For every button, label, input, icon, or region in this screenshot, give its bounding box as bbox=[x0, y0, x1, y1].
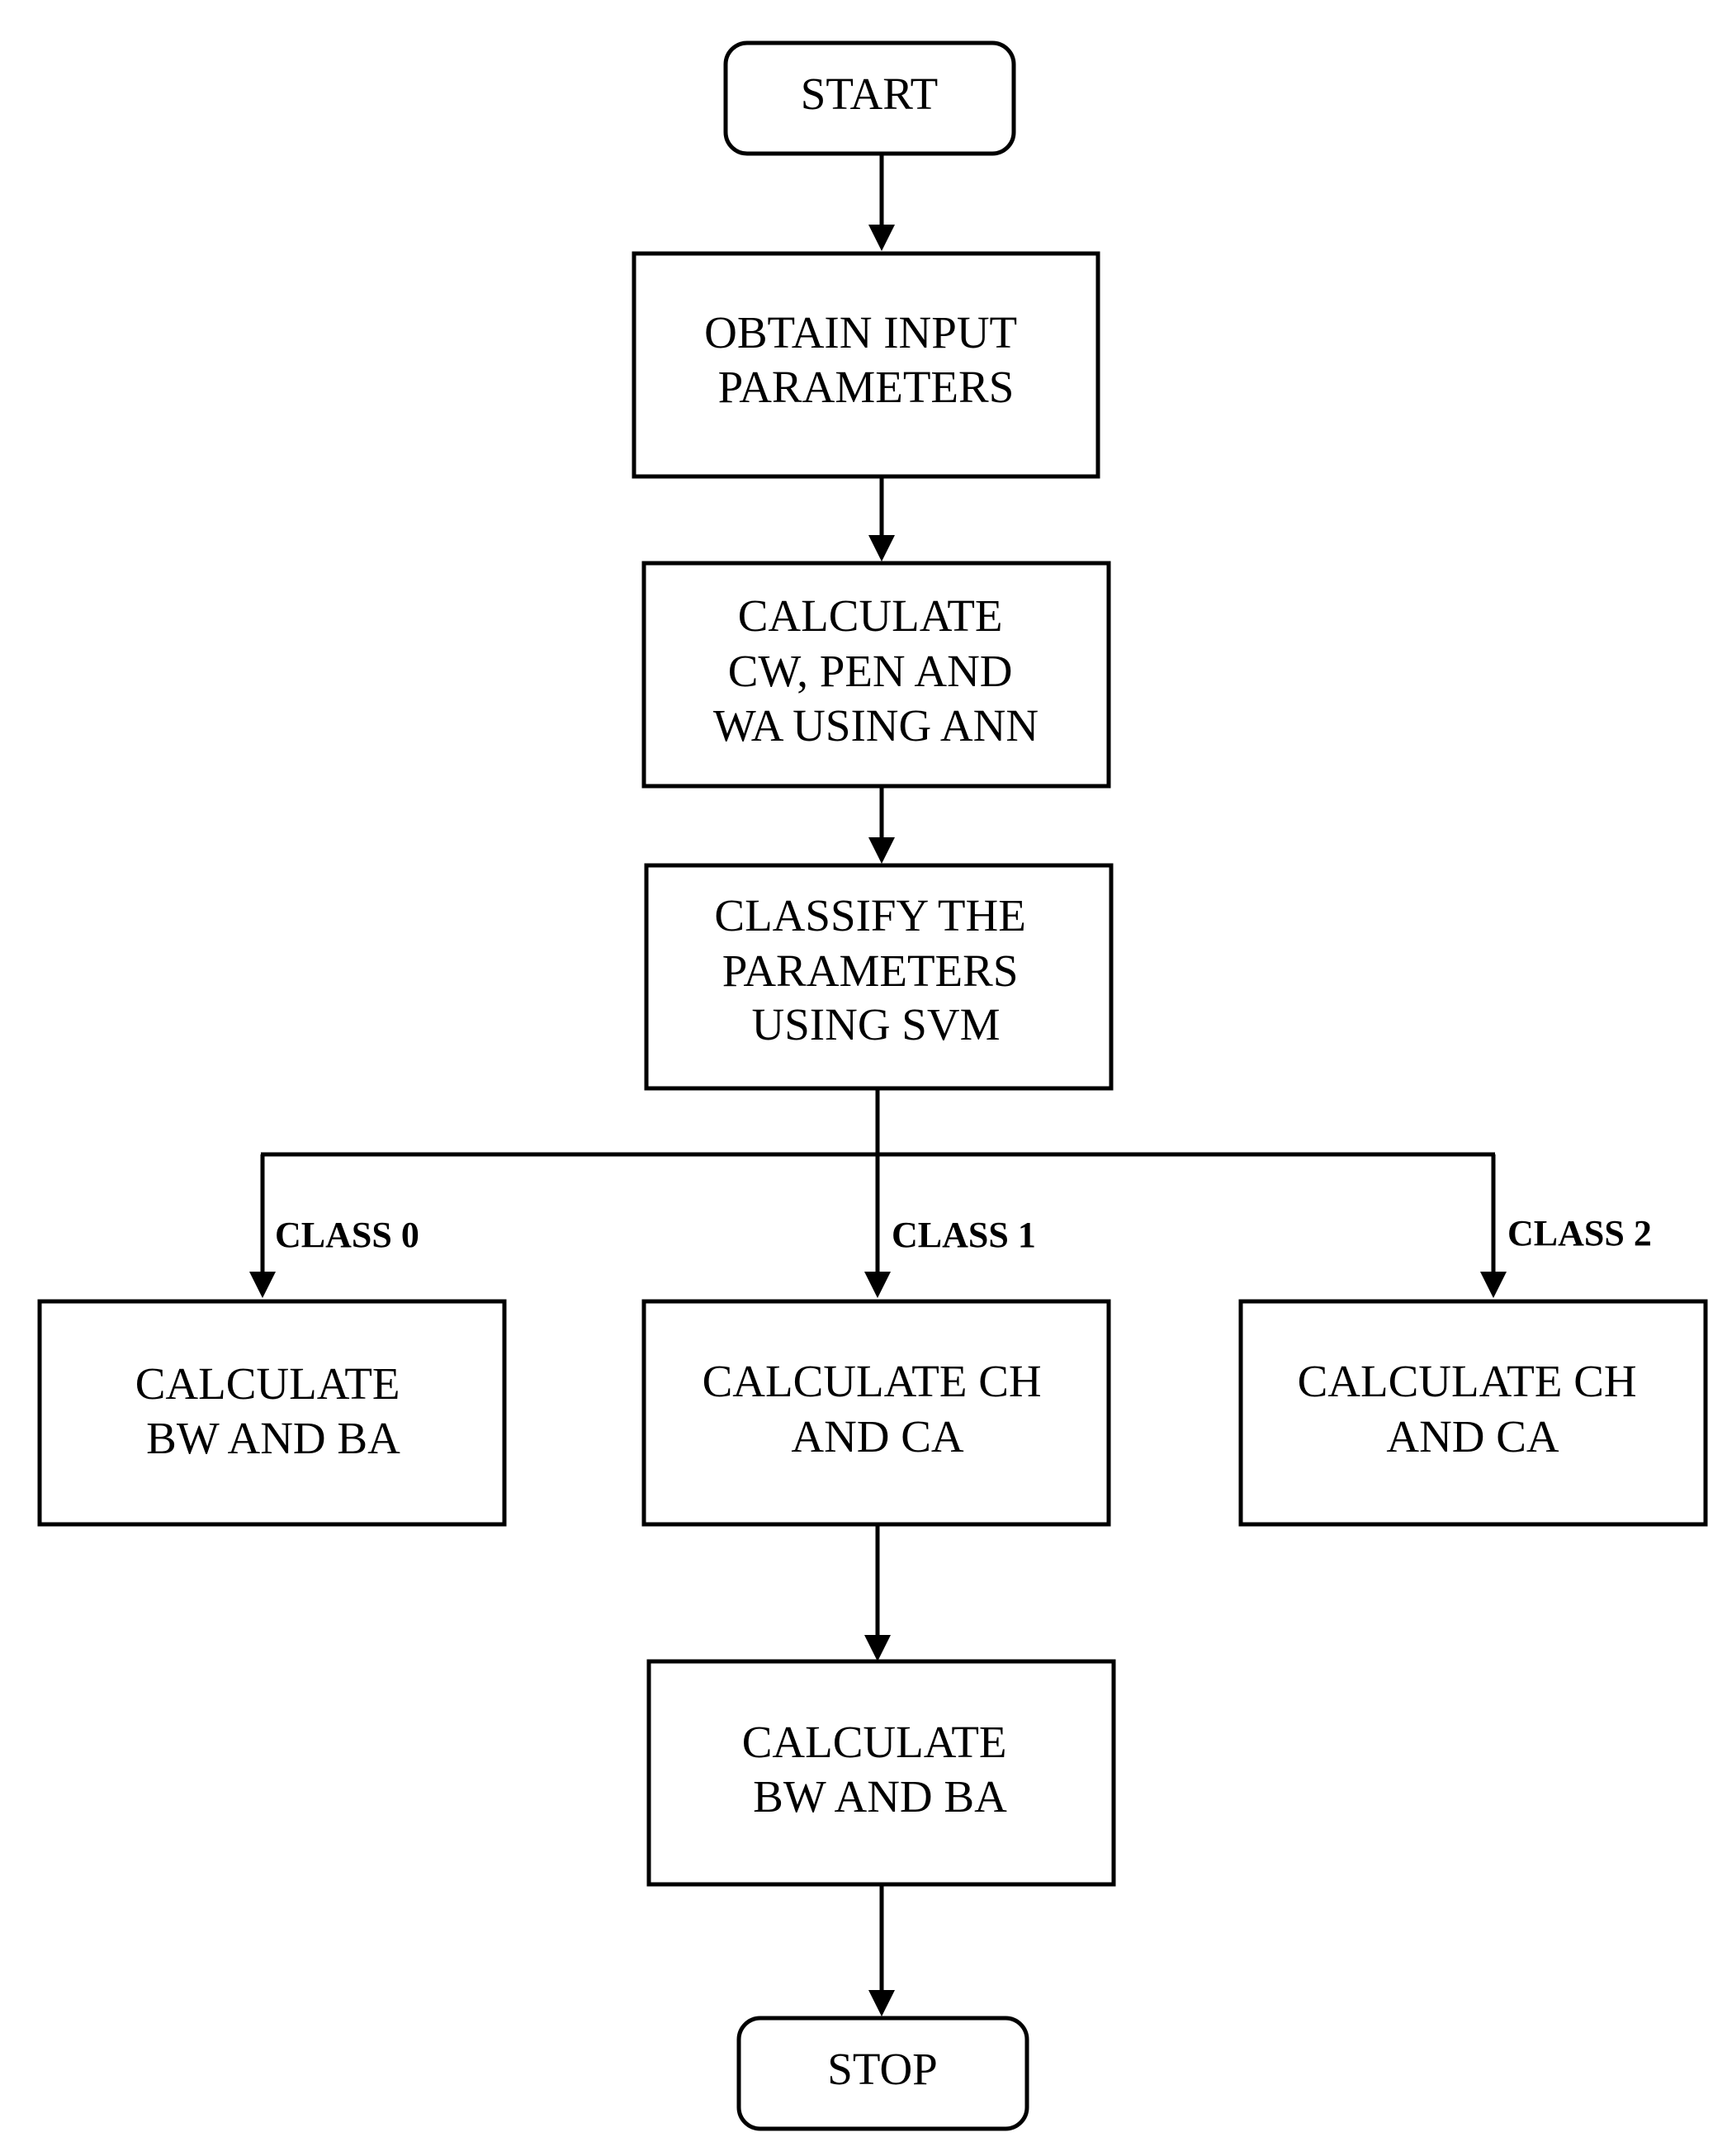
arrowhead-obtain-input bbox=[868, 225, 895, 251]
arrowhead-class0 bbox=[249, 1272, 276, 1298]
branch-label-class0: CLASS 0 bbox=[275, 1215, 419, 1255]
arrowhead-class2 bbox=[1480, 1272, 1507, 1298]
edges bbox=[249, 154, 1507, 2016]
node-classify-svm-line-1: CLASSIFY THE bbox=[714, 890, 1025, 941]
node-obtain-input: OBTAIN INPUT PARAMETERS bbox=[632, 251, 1100, 479]
branch-label-class1: CLASS 1 bbox=[892, 1215, 1036, 1255]
node-calc-ch-ca-class2-line-2: AND CA bbox=[1386, 1411, 1559, 1462]
node-stop-line-1: STOP bbox=[827, 2044, 938, 2094]
node-calc-bw-ba-final-line-1: CALCULATE bbox=[742, 1717, 1007, 1767]
node-calculate-ann-shape bbox=[641, 561, 1111, 789]
node-calc-ch-ca-class2-shape bbox=[1238, 1299, 1708, 1527]
node-stop-shape bbox=[736, 2016, 1029, 2131]
node-stop: STOP bbox=[736, 2016, 1029, 2131]
node-calculate-ann-line-3: WA USING ANN bbox=[713, 700, 1039, 751]
node-obtain-input-text: OBTAIN INPUT PARAMETERS bbox=[704, 307, 1028, 412]
node-calculate-ann: CALCULATE CW, PEN AND WA USING ANN bbox=[641, 561, 1111, 789]
node-calc-bw-ba-final-line-2: BW AND BA bbox=[753, 1771, 1007, 1822]
node-calculate-ann-line-1: CALCULATE bbox=[738, 590, 1003, 641]
node-calc-bw-ba-class0: CALCULATE BW AND BA bbox=[37, 1299, 507, 1527]
node-calc-ch-ca-class2-line-1: CALCULATE CH bbox=[1298, 1356, 1637, 1406]
node-calc-ch-ca-class2-text: CALCULATE CH AND CA bbox=[1298, 1356, 1649, 1462]
arrowhead-calculate-ann bbox=[868, 535, 895, 562]
node-calc-bw-ba-class0-text: CALCULATE BW AND BA bbox=[135, 1358, 412, 1463]
node-start-text: START bbox=[801, 69, 938, 119]
node-calc-ch-ca-class1-line-1: CALCULATE CH bbox=[703, 1356, 1042, 1406]
node-calc-ch-ca-class1-shape bbox=[641, 1299, 1111, 1527]
node-obtain-input-line-2: PARAMETERS bbox=[718, 362, 1015, 412]
node-calculate-ann-line-2: CW, PEN AND bbox=[728, 646, 1013, 696]
arrowhead-final-calc bbox=[864, 1635, 891, 1661]
node-calc-ch-ca-class1: CALCULATE CH AND CA bbox=[641, 1299, 1111, 1527]
node-obtain-input-line-1: OBTAIN INPUT bbox=[704, 307, 1016, 358]
branch-labels: CLASS 0 CLASS 1 CLASS 2 bbox=[275, 1213, 1652, 1255]
node-start-line-1: START bbox=[801, 69, 938, 119]
arrowhead-stop bbox=[868, 1990, 895, 2016]
node-calc-bw-ba-class0-line-2: BW AND BA bbox=[146, 1413, 400, 1463]
node-calculate-ann-text: CALCULATE CW, PEN AND WA USING ANN bbox=[713, 590, 1039, 751]
node-calc-bw-ba-final-text: CALCULATE BW AND BA bbox=[742, 1717, 1019, 1822]
node-classify-svm-shape bbox=[644, 863, 1114, 1091]
node-classify-svm-text: CLASSIFY THE PARAMETERS USING SVM bbox=[714, 890, 1037, 1050]
node-obtain-input-shape bbox=[632, 251, 1100, 479]
arrowhead-classify-svm bbox=[868, 837, 895, 864]
node-calc-ch-ca-class1-line-2: AND CA bbox=[791, 1411, 964, 1462]
node-classify-svm-line-2: PARAMETERS bbox=[722, 945, 1019, 996]
arrowhead-class1 bbox=[864, 1272, 891, 1298]
node-calc-ch-ca-class2: CALCULATE CH AND CA bbox=[1238, 1299, 1708, 1527]
node-calc-ch-ca-class1-text: CALCULATE CH AND CA bbox=[703, 1356, 1053, 1462]
node-start: START bbox=[723, 40, 1016, 156]
node-classify-svm: CLASSIFY THE PARAMETERS USING SVM bbox=[644, 863, 1114, 1091]
node-stop-text: STOP bbox=[827, 2044, 938, 2094]
node-start-shape bbox=[723, 40, 1016, 156]
node-calc-bw-ba-class0-line-1: CALCULATE bbox=[135, 1358, 400, 1409]
node-classify-svm-line-3: USING SVM bbox=[751, 999, 1000, 1050]
node-calc-bw-ba-final: CALCULATE BW AND BA bbox=[646, 1659, 1116, 1887]
node-calc-bw-ba-class0-shape bbox=[37, 1299, 507, 1527]
branch-label-class2: CLASS 2 bbox=[1507, 1213, 1652, 1253]
node-calc-bw-ba-final-shape bbox=[646, 1659, 1116, 1887]
